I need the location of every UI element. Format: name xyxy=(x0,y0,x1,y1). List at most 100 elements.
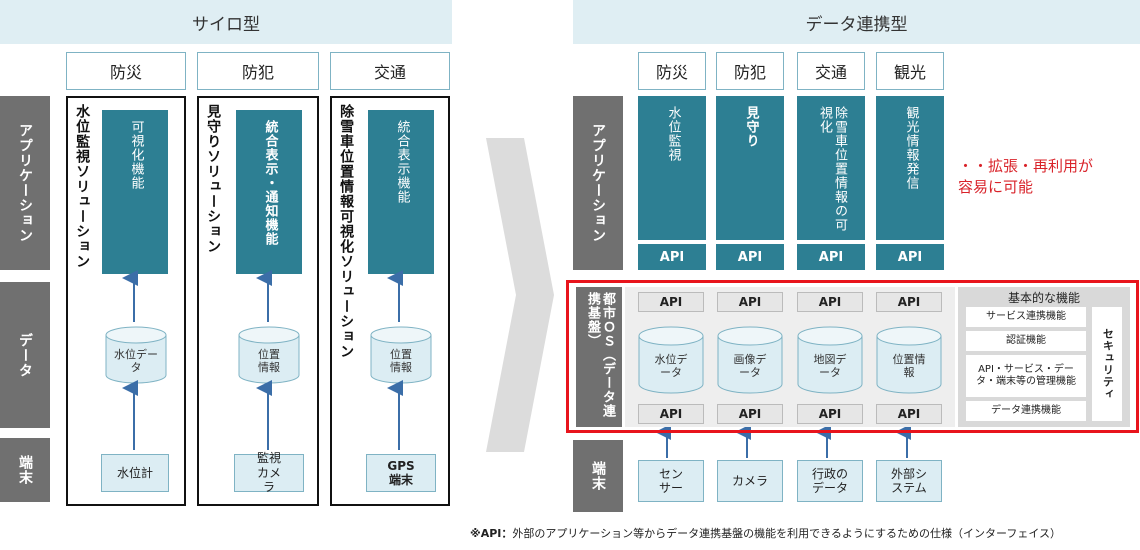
footnote: ※API：外部のアプリケーション等からデータ連携基盤の機能を利用できるようにする… xyxy=(470,525,1138,541)
function-label: 統合表示機能 xyxy=(394,120,410,204)
feature-label: API・サービス・データ・端末等の管理機能 xyxy=(976,364,1076,387)
silo-side-data: データ xyxy=(0,282,50,428)
device-label: GPS端末 xyxy=(387,458,415,487)
silo-side-device: 端末 xyxy=(0,438,50,502)
footnote-text: 外部のアプリケーション等からデータ連携基盤の機能を利用できるようにするための仕様… xyxy=(512,527,1062,540)
api-label: API xyxy=(818,249,844,265)
data-label: 位置情報 xyxy=(892,352,926,379)
category-label: 交通 xyxy=(373,63,406,82)
linked-category-crime: 防犯 xyxy=(716,52,784,90)
side-label: アプリケーション xyxy=(590,123,607,243)
silo-category-disaster: 防災 xyxy=(66,52,186,90)
app-label: 見守り xyxy=(743,106,759,148)
device-box: 監視カメラ xyxy=(234,451,304,494)
side-label: 端末 xyxy=(590,461,607,491)
device-label: 外部システム xyxy=(890,466,927,495)
database-icon: 地図データ xyxy=(797,326,863,394)
api-label: API xyxy=(897,249,923,265)
api-badge: API xyxy=(638,404,704,424)
linked-app-2: 見守り xyxy=(716,96,784,240)
silo-title: サイロ型 xyxy=(192,14,260,35)
security-label: セキュリティ xyxy=(1101,328,1115,400)
api-badge: API xyxy=(876,244,944,270)
api-label: API xyxy=(897,407,921,421)
basic-functions-panel: 基本的な機能 サービス連携機能 認証機能 API・サービス・データ・端末等の管理… xyxy=(958,287,1130,427)
solution-function: 統合表示機能 xyxy=(368,110,434,274)
device-label: 水位計 xyxy=(116,465,153,480)
api-label: API xyxy=(659,407,683,421)
api-badge: API xyxy=(717,404,783,424)
silo-category-crime: 防犯 xyxy=(197,52,319,90)
category-label: 防犯 xyxy=(241,63,274,82)
app-label: 水位監視 xyxy=(665,106,681,162)
linked-app-1: 水位監視 xyxy=(638,96,706,240)
data-label: 画像データ xyxy=(733,352,767,379)
chevron-right-icon xyxy=(486,138,554,452)
data-label: 水位データ xyxy=(654,352,688,379)
side-label: アプリケーション xyxy=(17,123,34,243)
feature-label: データ連携機能 xyxy=(991,405,1061,416)
solution-function: 統合表示・通知機能 xyxy=(236,110,302,274)
feature-label: サービス連携機能 xyxy=(986,311,1066,322)
linked-app-3: 除雪車位置情報の可視化 xyxy=(797,96,865,240)
app-label: 観光情報発信 xyxy=(903,106,919,190)
device-box: センサー xyxy=(638,460,704,502)
device-label: カメラ xyxy=(731,473,768,488)
function-label: 統合表示・通知機能 xyxy=(262,120,278,246)
device-box: GPS端末 xyxy=(366,454,436,492)
api-label: API xyxy=(818,407,842,421)
device-label: センサー xyxy=(658,466,683,495)
solution-name: 除雪車位置情報可視化ソリューション xyxy=(338,104,355,359)
solution-name: 見守りソリューション xyxy=(205,104,222,254)
solution-name: 水位監視ソリューション xyxy=(74,104,91,269)
api-label: API xyxy=(738,407,762,421)
silo-solution-1: 水位監視ソリューション 可視化機能 水位データ 水位計 xyxy=(66,96,186,506)
linked-app-4: 観光情報発信 xyxy=(876,96,944,240)
category-label: 防災 xyxy=(109,63,142,82)
api-badge: API xyxy=(717,292,783,312)
database-icon: 位置情報 xyxy=(238,326,300,384)
side-label: 端末 xyxy=(17,455,34,485)
side-label: データ xyxy=(17,332,34,378)
extension-note: ・・拡張・再利用が容易に可能 xyxy=(958,156,1098,198)
category-label: 防犯 xyxy=(733,63,766,82)
feature-item: サービス連携機能 xyxy=(966,307,1086,327)
api-badge: API xyxy=(797,292,863,312)
silo-category-traffic: 交通 xyxy=(330,52,450,90)
database-icon: 画像データ xyxy=(717,326,783,394)
linked-title: データ連携型 xyxy=(805,14,908,35)
linked-category-disaster: 防災 xyxy=(638,52,706,90)
device-label: 行政のデータ xyxy=(811,466,848,495)
data-label: 位置情報 xyxy=(258,347,280,374)
linked-category-tourism: 観光 xyxy=(876,52,944,90)
linked-category-traffic: 交通 xyxy=(797,52,865,90)
footnote-prefix: ※API： xyxy=(470,527,513,540)
api-label: API xyxy=(818,295,842,309)
note-text: ・・拡張・再利用が容易に可能 xyxy=(958,157,1094,196)
database-icon: 水位データ xyxy=(638,326,704,394)
feature-item: データ連携機能 xyxy=(966,401,1086,421)
linked-header: データ連携型 xyxy=(573,0,1140,44)
category-label: 防災 xyxy=(655,63,688,82)
api-label: API xyxy=(659,295,683,309)
app-label: 除雪車位置情報の可視化 xyxy=(817,106,847,232)
linked-side-application: アプリケーション xyxy=(573,96,623,270)
category-label: 観光 xyxy=(893,63,926,82)
api-label: API xyxy=(738,295,762,309)
api-label: API xyxy=(659,249,685,265)
api-badge: API xyxy=(638,244,706,270)
data-label: 位置情報 xyxy=(390,347,412,374)
security-box: セキュリティ xyxy=(1092,307,1122,421)
database-icon: 位置情報 xyxy=(876,326,942,394)
api-label: API xyxy=(737,249,763,265)
feature-item: API・サービス・データ・端末等の管理機能 xyxy=(966,355,1086,397)
api-badge: API xyxy=(876,292,942,312)
category-label: 交通 xyxy=(814,63,847,82)
api-badge: API xyxy=(716,244,784,270)
data-label: 地図データ xyxy=(813,352,847,379)
data-label: 水位データ xyxy=(114,347,158,374)
silo-solution-3: 除雪車位置情報可視化ソリューション 統合表示機能 位置情報 GPS端末 xyxy=(330,96,450,506)
linked-side-device: 端末 xyxy=(573,440,623,512)
city-os-label: 都市ＯＳ（データ連携基盤） xyxy=(576,287,622,427)
